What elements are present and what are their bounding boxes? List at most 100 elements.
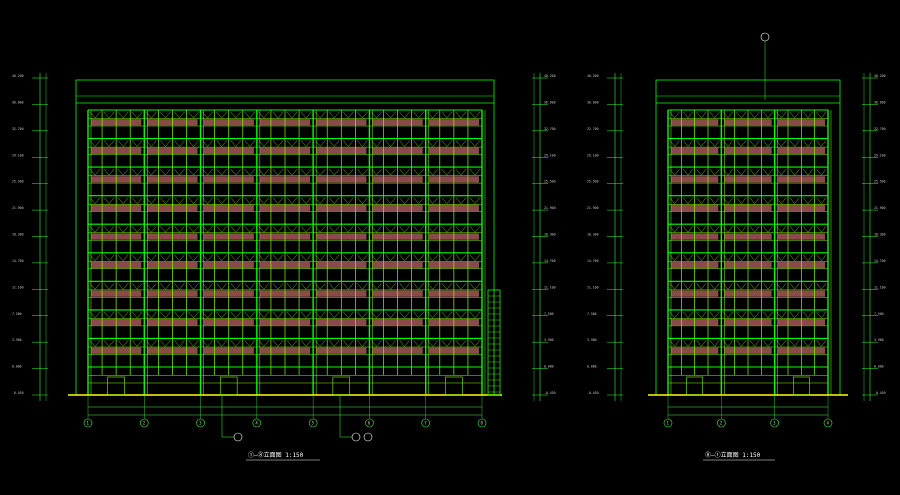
window-diag [230, 340, 236, 347]
window-diag [263, 283, 270, 290]
window-diag [371, 111, 377, 119]
window-diag [179, 340, 185, 347]
window-diag [174, 283, 180, 290]
window-diag [151, 140, 157, 147]
window-diag [390, 111, 396, 119]
window-diag [221, 254, 227, 261]
window-diag [160, 311, 166, 319]
window-diag [418, 140, 424, 147]
window-diag [188, 226, 194, 233]
window-diag [334, 340, 340, 347]
window-diag [329, 140, 335, 147]
axis-label: 6 [368, 421, 371, 426]
window-diag [230, 311, 236, 319]
window-diag [277, 111, 284, 119]
window-diag [123, 111, 129, 119]
window-diag [320, 311, 326, 319]
level-label: 32.700 [544, 127, 556, 131]
window-diag [221, 111, 227, 119]
window-diag [89, 311, 96, 319]
window-diag [207, 111, 213, 119]
window-diag [821, 197, 827, 204]
window-diag [816, 168, 822, 176]
window-diag [272, 197, 279, 204]
window-diag [263, 311, 270, 319]
window-diag [235, 226, 241, 233]
window-diag [320, 254, 326, 261]
window-diag [314, 168, 321, 176]
window-diag [314, 197, 321, 204]
window-diag [343, 283, 349, 290]
level-label: 32.700 [587, 127, 599, 131]
level-label: 11.100 [12, 285, 24, 289]
window-diag [221, 226, 227, 233]
window-diag [123, 283, 129, 290]
window-diag [216, 340, 222, 347]
window-diag [165, 340, 171, 347]
window-diag [202, 226, 208, 233]
window-diag [754, 283, 760, 290]
window-diag [399, 283, 405, 290]
window-diag [807, 226, 813, 233]
window-diag [207, 168, 213, 176]
window-diag [160, 168, 166, 176]
window-diag [174, 226, 180, 233]
window-diag [714, 111, 720, 119]
window-diag [137, 226, 143, 233]
window-diag [221, 140, 227, 147]
window-diag [669, 111, 675, 119]
window-diag [334, 226, 340, 233]
window-diag [460, 168, 467, 176]
window-diag [432, 311, 438, 319]
window-diag [286, 140, 293, 147]
window-diag [216, 283, 222, 290]
window-diag [709, 311, 715, 319]
level-label: 40.200 [874, 74, 886, 78]
window-diag [723, 197, 729, 204]
level-label: 29.100 [544, 153, 556, 157]
window-diag [108, 311, 115, 319]
level-label: 21.900 [587, 206, 599, 210]
window-diag [794, 111, 800, 119]
window-diag [413, 197, 419, 204]
window-diag [736, 254, 742, 261]
window-diag [305, 340, 312, 347]
window-diag [821, 283, 827, 290]
window-diag [714, 311, 720, 319]
window-diag [334, 197, 340, 204]
window-diag [399, 197, 405, 204]
window-diag [469, 226, 476, 233]
window-diag [272, 340, 279, 347]
level-label: 11.100 [587, 285, 599, 289]
axis-label: 1 [667, 421, 670, 426]
window-diag [404, 140, 410, 147]
window-diag [404, 254, 410, 261]
window-diag [371, 168, 377, 176]
window-diag [235, 311, 241, 319]
window-diag [371, 226, 377, 233]
axis-label: 8 [481, 421, 484, 426]
level-label: 36.600 [544, 100, 556, 104]
window-diag [781, 140, 787, 147]
window-diag [371, 254, 377, 261]
window-diag [767, 197, 773, 204]
window-diag [329, 340, 335, 347]
window-diag [188, 254, 194, 261]
window-diag [399, 111, 405, 119]
window-diag [362, 254, 368, 261]
window-diag [160, 111, 166, 119]
window-diag [235, 197, 241, 204]
level-label: 21.900 [544, 206, 556, 210]
window-diag [696, 197, 702, 204]
window-diag [776, 254, 782, 261]
window-diag [193, 283, 199, 290]
window-diag [216, 311, 222, 319]
level-label: 3.900 [587, 338, 597, 342]
axis-bubble [252, 418, 262, 428]
window-diag [137, 168, 143, 176]
level-label: 25.500 [874, 180, 886, 184]
window-diag [277, 168, 284, 176]
window-diag [103, 226, 110, 233]
window-diag [794, 340, 800, 347]
window-diag [216, 168, 222, 176]
